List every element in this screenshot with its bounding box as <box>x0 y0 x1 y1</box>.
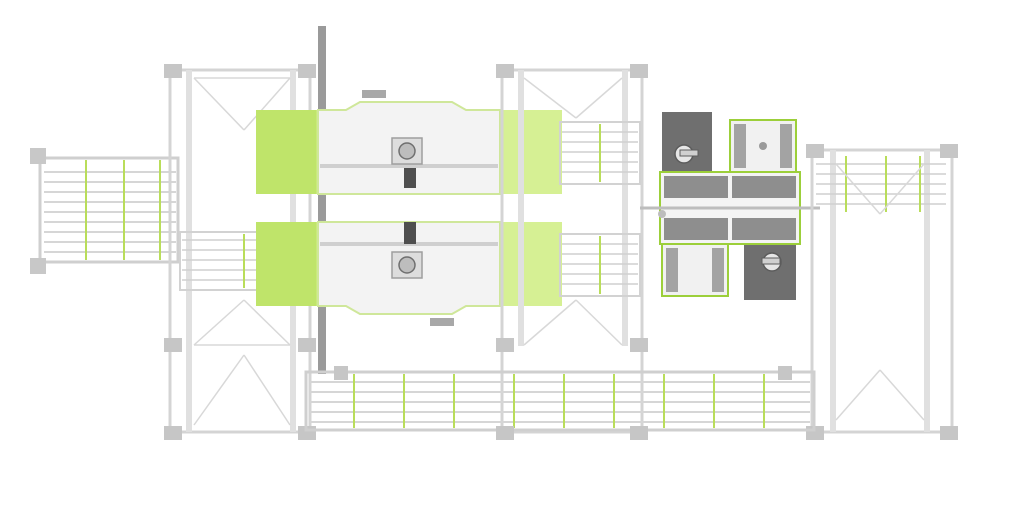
robot-arm-upper <box>674 144 699 164</box>
lower-cnc-machine <box>256 221 562 326</box>
left-infeed-conveyor <box>30 148 180 274</box>
robot-cell <box>640 112 820 300</box>
robot-arm-lower <box>761 252 782 272</box>
right-outfeed-frame <box>806 144 958 440</box>
bottom-return-conveyor <box>304 366 816 440</box>
right-gantry-frame <box>496 64 648 434</box>
upper-cnc-machine <box>256 90 562 195</box>
